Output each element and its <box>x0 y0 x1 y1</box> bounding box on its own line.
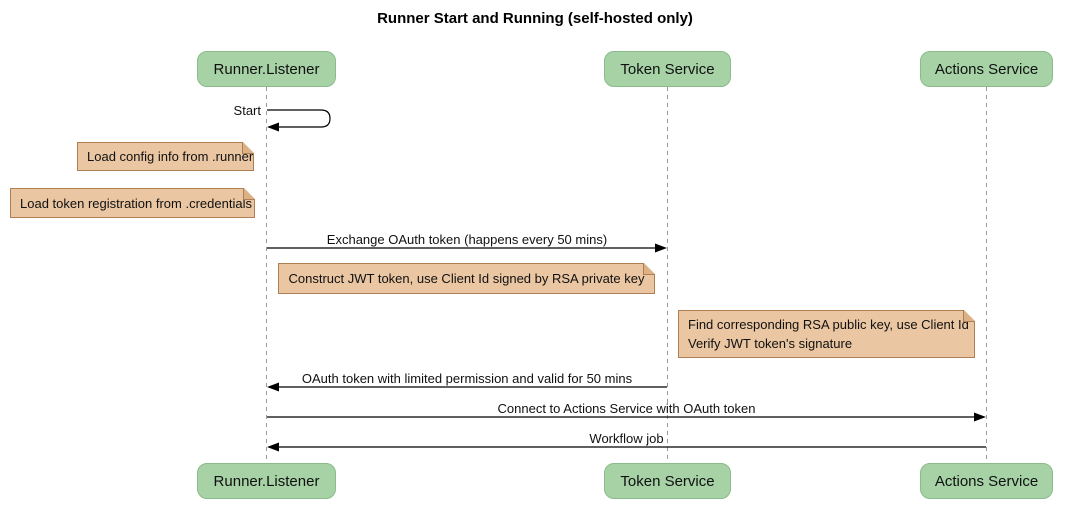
start-self-loop-arrow <box>267 109 331 128</box>
diagram-title: Runner Start and Running (self-hosted on… <box>377 10 693 27</box>
start-arrowhead <box>267 122 279 132</box>
participant-token-service-top: Token Service <box>604 51 731 87</box>
participant-runner-listener-top: Runner.Listener <box>197 51 336 87</box>
participant-actions-service-bottom: Actions Service <box>920 463 1053 499</box>
participant-runner-listener-bottom: Runner.Listener <box>197 463 336 499</box>
participant-label: Runner.Listener <box>213 472 320 490</box>
note-text: Construct JWT token, use Client Id signe… <box>288 271 645 286</box>
participant-label: Token Service <box>620 60 715 78</box>
note-text: Load token registration from .credential… <box>20 195 252 211</box>
connect-arrowhead <box>974 412 986 422</box>
note-text-line1: Find corresponding RSA public key, use C… <box>688 317 969 332</box>
note-find-rsa-key: Find corresponding RSA public key, use C… <box>678 310 975 358</box>
exchange-arrowhead <box>655 243 667 253</box>
participant-label: Actions Service <box>934 472 1039 490</box>
participant-label: Token Service <box>620 472 715 490</box>
note-construct-jwt: Construct JWT token, use Client Id signe… <box>278 263 655 294</box>
participant-label: Actions Service <box>934 60 1039 78</box>
message-label-oauth-return: OAuth token with limited permission and … <box>301 371 633 386</box>
message-label-connect: Connect to Actions Service with OAuth to… <box>497 401 756 416</box>
participant-token-service-bottom: Token Service <box>604 463 731 499</box>
message-label-workflow: Workflow job <box>589 431 664 446</box>
note-load-config: Load config info from .runner <box>77 142 254 171</box>
oauth-return-arrowhead <box>267 382 279 392</box>
note-text-line2: Verify JWT token's signature <box>688 336 853 351</box>
participant-actions-service-top: Actions Service <box>920 51 1053 87</box>
note-load-token-registration: Load token registration from .credential… <box>10 188 255 218</box>
message-label-exchange: Exchange OAuth token (happens every 50 m… <box>326 232 608 247</box>
participant-label: Runner.Listener <box>213 60 320 78</box>
message-label-start: Start <box>233 103 261 118</box>
workflow-arrowhead <box>267 442 279 452</box>
note-text: Load config info from .runner <box>87 149 254 164</box>
